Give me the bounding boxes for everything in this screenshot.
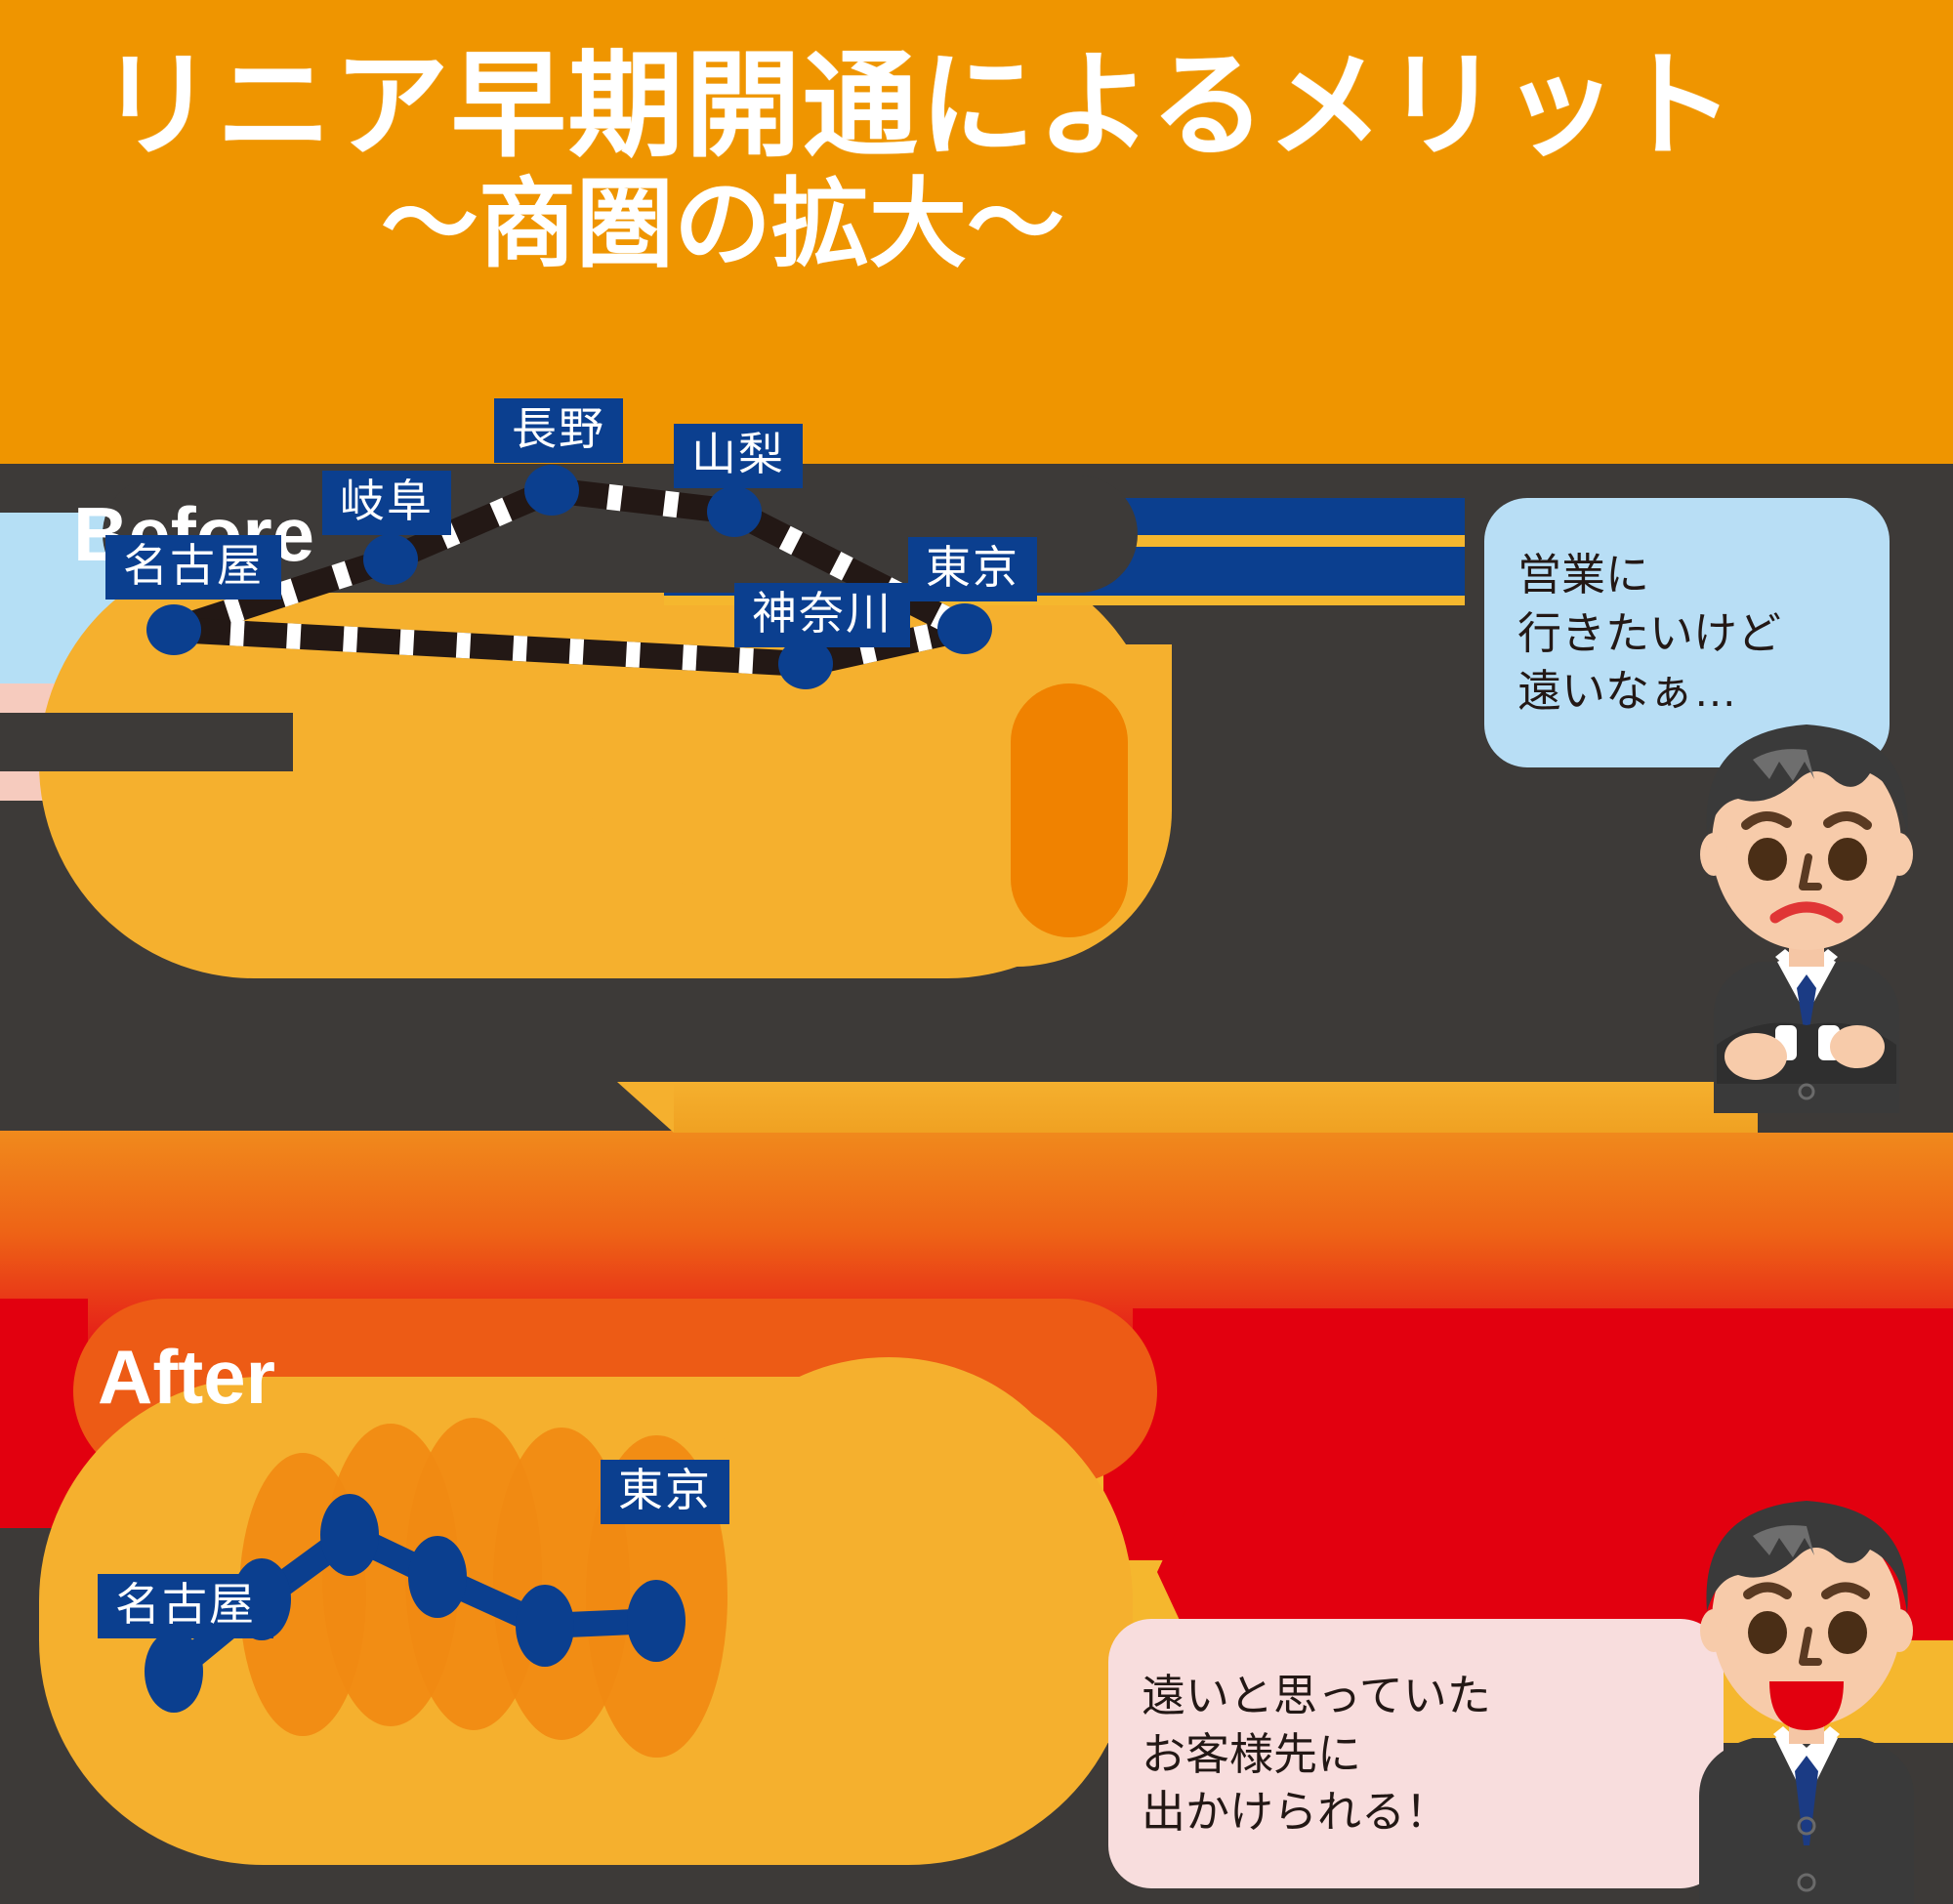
page-title-line1: リニア早期開通によるメリット bbox=[99, 42, 1737, 171]
city-label-kanagawa-before: 神奈川 bbox=[734, 583, 910, 647]
before-character-sad-businessman bbox=[1700, 724, 1913, 1113]
before-blue-stripe-corner bbox=[0, 713, 293, 771]
city-label-tokyo-after: 東京 bbox=[601, 1460, 729, 1524]
title-band: リニア早期開通によるメリット 〜商圏の拡大〜 bbox=[0, 0, 1953, 464]
transition-yellow-wedge bbox=[674, 1082, 1758, 1133]
city-label-gifu-before: 岐阜 bbox=[322, 471, 451, 535]
city-label-tokyo-before: 東京 bbox=[908, 537, 1037, 601]
after-bubble-text: 遠いと思っていた お客様先に 出かけられる！ bbox=[1142, 1671, 1491, 1837]
before-commercial-zone-tokyo bbox=[1011, 683, 1128, 937]
after-speech-bubble: 遠いと思っていた お客様先に 出かけられる！ bbox=[1108, 1619, 1724, 1889]
city-label-yamanashi-before: 山梨 bbox=[674, 424, 803, 488]
before-bubble-text: 営業に 行きたいけど 遠いなぁ… bbox=[1517, 550, 1782, 716]
after-map-shape-bump bbox=[693, 1357, 1084, 1709]
transition-wedge-notch bbox=[617, 1082, 674, 1133]
deco-bar-yellow-2 bbox=[664, 596, 1465, 605]
after-character-happy-businessman bbox=[1699, 1501, 1914, 1904]
city-label-nagano-before: 長野 bbox=[494, 398, 623, 463]
before-speech-bubble: 営業に 行きたいけど 遠いなぁ… bbox=[1484, 498, 1890, 768]
city-label-nagoya-after: 名古屋 bbox=[98, 1574, 273, 1638]
page-title-line2: 〜商圏の拡大〜 bbox=[381, 170, 1064, 279]
after-section-label: After bbox=[98, 1334, 276, 1420]
city-label-nagoya-before: 名古屋 bbox=[105, 535, 281, 600]
